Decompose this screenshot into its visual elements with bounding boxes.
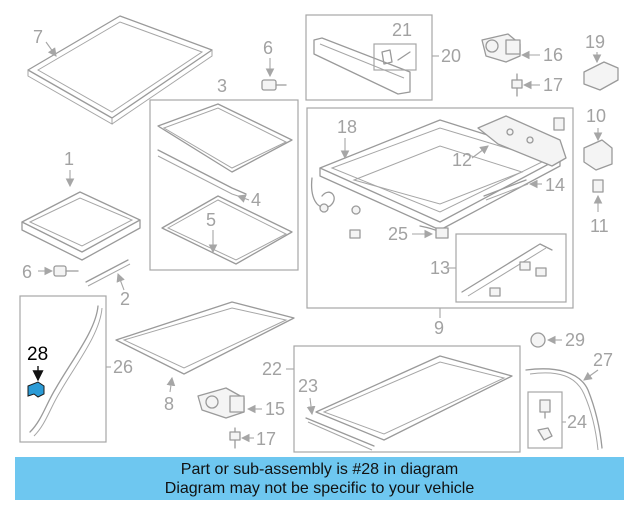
part-27-drain-tube[interactable]: [525, 368, 603, 451]
part-14-guide-rail[interactable]: [483, 179, 529, 201]
group-box-26: [19, 295, 107, 443]
part-23-sunshade-strip[interactable]: [305, 417, 375, 451]
part-29-clip[interactable]: [530, 332, 546, 348]
part-2-strip[interactable]: [85, 259, 131, 287]
label-3: 3: [217, 76, 227, 96]
group-box-3: [149, 99, 299, 271]
label-6-top: 6: [263, 38, 273, 58]
label-10: 10: [586, 106, 606, 126]
part-21-clip-set[interactable]: [373, 43, 417, 71]
group-box-20: [305, 14, 433, 101]
part-20-wind-deflector[interactable]: [313, 37, 411, 95]
part-6-screw-top[interactable]: [261, 79, 287, 91]
label-22: 22: [262, 359, 282, 379]
part-5-weatherstrip[interactable]: [161, 195, 293, 265]
part-16-motor[interactable]: [481, 33, 521, 63]
group-box-13: [455, 233, 567, 303]
label-15: 15: [265, 399, 285, 419]
part-13-drive-cable[interactable]: [461, 243, 553, 297]
info-banner: Part or sub-assembly is #28 in diagram D…: [15, 457, 624, 500]
group-box-24: [527, 391, 563, 449]
label-11: 11: [590, 216, 609, 236]
label-12: 12: [452, 150, 472, 170]
part-25-sensor[interactable]: [419, 225, 449, 239]
label-24: 24: [567, 412, 587, 432]
banner-line-2: Diagram may not be specific to your vehi…: [164, 480, 475, 497]
label-13: 13: [430, 258, 450, 278]
part-17-screw-top[interactable]: [511, 73, 523, 97]
label-7: 7: [33, 27, 43, 47]
part-18-drain-hose[interactable]: [310, 177, 361, 239]
part-10-bracket[interactable]: [583, 139, 613, 171]
label-19: 19: [585, 32, 605, 52]
label-4: 4: [251, 190, 261, 210]
label-16: 16: [543, 45, 563, 65]
label-14: 14: [545, 175, 565, 195]
label-17-top: 17: [543, 75, 563, 95]
part-8-seal[interactable]: [115, 301, 295, 375]
label-23: 23: [298, 376, 318, 396]
part-12-screw[interactable]: [553, 117, 565, 131]
part-6-screw-left[interactable]: [53, 265, 79, 277]
part-17-screw-bottom[interactable]: [229, 427, 241, 449]
label-5: 5: [206, 210, 216, 230]
label-28: 28: [27, 344, 48, 365]
label-26: 26: [113, 357, 133, 377]
label-25: 25: [388, 224, 408, 244]
part-4-seal-strip[interactable]: [157, 149, 247, 199]
label-2: 2: [120, 289, 130, 309]
label-9: 9: [434, 318, 444, 338]
label-1: 1: [64, 149, 74, 169]
part-15-motor[interactable]: [197, 387, 245, 419]
part-1-glass-assembly[interactable]: [21, 191, 141, 261]
label-6-left: 6: [22, 262, 32, 282]
part-26-drain-tube[interactable]: [29, 305, 103, 437]
label-27: 27: [593, 350, 613, 370]
part-7-glass-panel[interactable]: [27, 15, 213, 125]
label-17-bottom: 17: [256, 429, 276, 449]
part-24-fasteners[interactable]: [537, 399, 553, 441]
label-21: 21: [392, 20, 412, 40]
part-28-clip-highlighted[interactable]: [27, 381, 45, 398]
label-8: 8: [164, 394, 174, 414]
group-box-22: [293, 345, 521, 453]
part-19-bracket[interactable]: [583, 61, 619, 91]
part-12-front-frame[interactable]: [477, 115, 567, 167]
part-3-glass[interactable]: [157, 103, 293, 173]
banner-line-1: Part or sub-assembly is #28 in diagram: [180, 461, 459, 478]
label-20: 20: [441, 46, 461, 66]
label-29: 29: [565, 330, 585, 350]
label-18: 18: [337, 117, 357, 137]
part-11-clip[interactable]: [592, 179, 604, 193]
part-22-sunshade[interactable]: [315, 355, 513, 441]
